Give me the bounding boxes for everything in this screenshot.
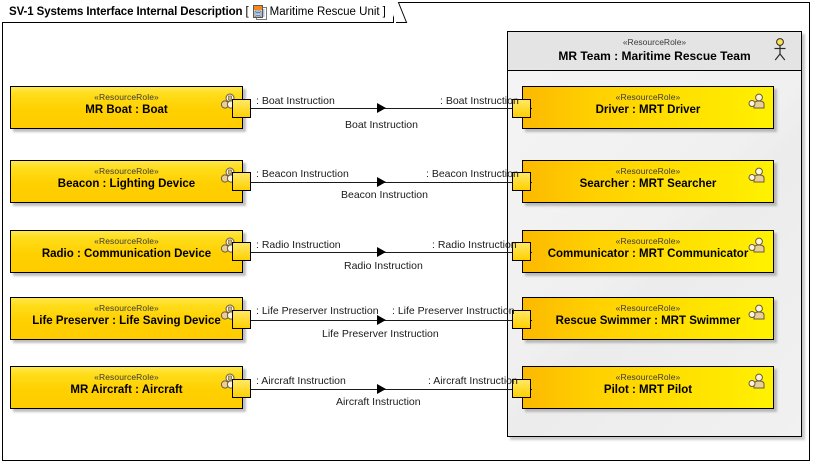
connector-name-life-preserver-instruction: Life Preserver Instruction — [322, 328, 439, 340]
port-searcher-beacon-instruction[interactable] — [512, 172, 531, 191]
role-person-icon — [748, 304, 765, 321]
actor-stick-figure-icon — [773, 38, 787, 62]
node-stereotype: «ResourceRole» — [615, 303, 681, 313]
node-name: MR Boat : Boat — [85, 104, 168, 116]
connector-target-label-boat-instruction: : Boat Instruction — [440, 95, 519, 107]
node-stereotype: «ResourceRole» — [94, 372, 159, 382]
role-person-icon — [748, 93, 765, 110]
port-mr-boat-boat-instruction[interactable] — [232, 99, 251, 118]
node-mr-boat[interactable]: «ResourceRole» MR Boat : Boat — [10, 86, 243, 129]
port-driver-boat-instruction[interactable] — [512, 99, 531, 118]
node-name: Radio : Communication Device — [41, 248, 212, 260]
container-stereotype: «ResourceRole» — [622, 37, 687, 47]
node-name: Life Preserver : Life Saving Device — [32, 315, 221, 327]
title-bracket-close: ] — [382, 6, 386, 18]
connector-line-life-preserver-instruction[interactable] — [251, 320, 532, 321]
node-stereotype: «ResourceRole» — [615, 166, 681, 176]
node-rescue-swimmer[interactable]: «ResourceRole» Rescue Swimmer : MRT Swim… — [522, 297, 774, 340]
port-radio-radio-instruction[interactable] — [232, 242, 251, 261]
connector-target-label-life-preserver-instruction: : Life Preserver Instruction — [392, 305, 515, 317]
node-name: Pilot : MRT Pilot — [603, 384, 693, 396]
node-communicator[interactable]: «ResourceRole» Communicator : MRT Commun… — [522, 230, 774, 273]
node-name: Rescue Swimmer : MRT Swimmer — [555, 315, 741, 327]
connector-arrow-aircraft-instruction — [377, 384, 386, 394]
connector-line-radio-instruction[interactable] — [251, 252, 532, 253]
page-title: SV-1 Systems Interface Internal Descript… — [9, 6, 243, 18]
connector-line-beacon-instruction[interactable] — [251, 182, 532, 183]
role-person-icon — [748, 373, 765, 390]
node-stereotype: «ResourceRole» — [94, 92, 159, 102]
node-pilot[interactable]: «ResourceRole» Pilot : MRT Pilot — [522, 366, 774, 409]
node-name: Beacon : Lighting Device — [57, 178, 196, 190]
node-name: Communicator : MRT Communicator — [547, 248, 749, 260]
node-radio[interactable]: «ResourceRole» Radio : Communication Dev… — [10, 230, 243, 273]
connector-name-beacon-instruction: Beacon Instruction — [341, 189, 428, 201]
port-beacon-beacon-instruction[interactable] — [232, 172, 251, 191]
role-person-icon — [748, 167, 765, 184]
title-bracket-open: [ — [245, 6, 249, 18]
connector-line-boat-instruction[interactable] — [251, 108, 532, 109]
container-header: «ResourceRole» MR Team : Maritime Rescue… — [508, 32, 801, 71]
connector-arrow-boat-instruction — [377, 103, 386, 113]
connector-target-label-beacon-instruction: : Beacon Instruction — [426, 168, 519, 180]
resource-artifact-icon — [220, 237, 237, 254]
container-name: MR Team : Maritime Rescue Team — [558, 49, 751, 63]
node-beacon[interactable]: «ResourceRole» Beacon : Lighting Device — [10, 160, 243, 203]
port-mr-aircraft-instruction[interactable] — [232, 379, 251, 398]
node-stereotype: «ResourceRole» — [615, 236, 681, 246]
connector-target-label-aircraft-instruction: : Aircraft Instruction — [428, 375, 518, 387]
connector-arrow-beacon-instruction — [377, 177, 386, 187]
connector-arrow-radio-instruction — [377, 247, 386, 257]
connector-line-aircraft-instruction[interactable] — [251, 389, 532, 390]
node-stereotype: «ResourceRole» — [94, 303, 159, 313]
node-driver[interactable]: «ResourceRole» Driver : MRT Driver — [522, 86, 774, 129]
port-communicator-radio-instruction[interactable] — [512, 242, 531, 261]
connector-source-label-life-preserver-instruction: : Life Preserver Instruction — [256, 305, 379, 317]
diagram-title-tab: SV-1 Systems Interface Internal Descript… — [2, 2, 394, 23]
node-stereotype: «ResourceRole» — [615, 92, 681, 102]
resource-artifact-icon — [220, 304, 237, 321]
node-stereotype: «ResourceRole» — [94, 236, 159, 246]
connector-name-aircraft-instruction: Aircraft Instruction — [336, 396, 421, 408]
node-life-preserver[interactable]: «ResourceRole» Life Preserver : Life Sav… — [10, 297, 243, 340]
node-name: Searcher : MRT Searcher — [579, 178, 717, 190]
port-rescue-swimmer-life-preserver-instruction[interactable] — [512, 310, 531, 329]
connector-source-label-radio-instruction: : Radio Instruction — [256, 239, 341, 251]
block-definition-document-icon — [252, 4, 267, 20]
role-person-icon — [748, 237, 765, 254]
port-pilot-aircraft-instruction[interactable] — [512, 379, 531, 398]
connector-name-radio-instruction: Radio Instruction — [344, 260, 423, 272]
diagram-context-name: Maritime Rescue Unit — [269, 6, 380, 18]
connector-target-label-radio-instruction: : Radio Instruction — [432, 239, 517, 251]
node-stereotype: «ResourceRole» — [615, 372, 681, 382]
node-mr-aircraft[interactable]: «ResourceRole» MR Aircraft : Aircraft — [10, 366, 243, 409]
node-name: MR Aircraft : Aircraft — [70, 384, 183, 396]
connector-name-boat-instruction: Boat Instruction — [345, 119, 418, 131]
connector-source-label-aircraft-instruction: : Aircraft Instruction — [256, 375, 346, 387]
node-searcher[interactable]: «ResourceRole» Searcher : MRT Searcher — [522, 160, 774, 203]
node-stereotype: «ResourceRole» — [94, 166, 159, 176]
connector-source-label-boat-instruction: : Boat Instruction — [256, 95, 335, 107]
connector-arrow-life-preserver-instruction — [377, 315, 386, 325]
node-name: Driver : MRT Driver — [595, 104, 701, 116]
connector-source-label-beacon-instruction: : Beacon Instruction — [256, 168, 349, 180]
port-life-preserver-instruction[interactable] — [232, 310, 251, 329]
